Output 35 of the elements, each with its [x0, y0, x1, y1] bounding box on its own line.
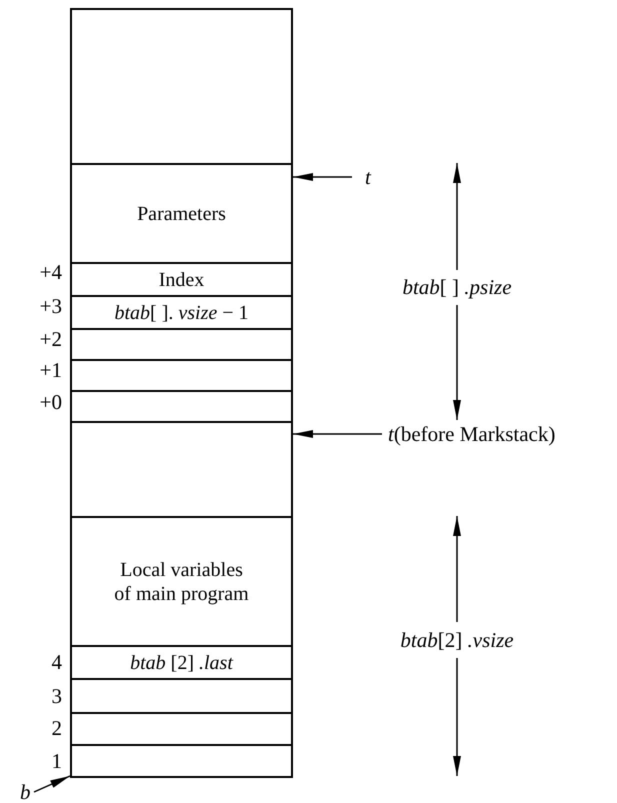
arrow — [293, 430, 382, 438]
offset-number: +3 — [40, 294, 62, 318]
cell-text: btab[ ]. vsize − 1 — [114, 300, 249, 324]
cell-text: Index — [158, 268, 204, 292]
dimension-label: btab[ ] .psize — [401, 275, 513, 299]
offset-number: +4 — [40, 260, 62, 284]
stack-cell — [70, 262, 293, 295]
empty-stack-cell — [70, 712, 293, 744]
offset-number: 4 — [52, 650, 62, 674]
stack-cell — [70, 163, 293, 262]
pointer-label: t(before Markstack) — [388, 422, 556, 446]
offset-number: +1 — [40, 358, 62, 382]
dimension-label: btab[2] .vsize — [399, 628, 515, 652]
arrow — [293, 173, 352, 181]
offset-number: +0 — [40, 390, 62, 414]
stack-cell — [70, 645, 293, 678]
pointer-label: b — [20, 780, 30, 803]
cell-text: Local variables of main program — [113, 558, 250, 606]
cell-text: btab [2] .last — [130, 650, 233, 674]
stack-cell — [70, 516, 293, 645]
cell-text: Parameters — [137, 202, 226, 226]
offset-number: 3 — [52, 684, 62, 708]
offset-number: 2 — [52, 716, 62, 740]
pointer-label: t — [365, 165, 371, 189]
empty-stack-cell — [70, 390, 293, 421]
empty-stack-cell — [70, 359, 293, 390]
stack-cell — [70, 295, 293, 328]
offset-number: +2 — [40, 327, 62, 351]
empty-stack-cell — [70, 328, 293, 359]
empty-stack-cell — [70, 678, 293, 712]
offset-number: 1 — [52, 749, 62, 773]
arrow — [34, 775, 70, 793]
empty-stack-cell — [70, 8, 293, 163]
empty-stack-cell — [70, 744, 293, 778]
empty-stack-cell — [70, 421, 293, 516]
